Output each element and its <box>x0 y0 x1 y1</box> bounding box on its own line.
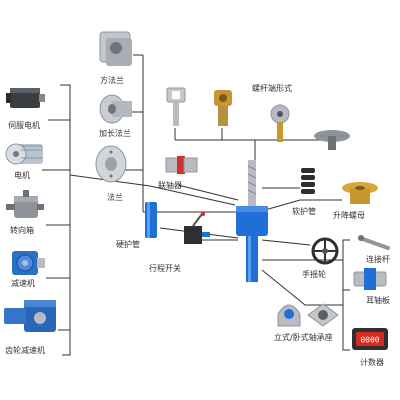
square-flange-label: 方法兰 <box>100 76 124 85</box>
motor-label: 电机 <box>14 171 30 180</box>
bearing-plate-label: 耳轴板 <box>366 296 390 305</box>
bevel-gearbox-image <box>6 190 44 218</box>
coupling-image <box>165 156 198 174</box>
square-flange-image <box>99 31 132 66</box>
servo-motor-image <box>6 88 45 108</box>
soft-boot-label: 软护管 <box>292 207 316 216</box>
rigid-tube-image <box>145 202 157 238</box>
flange-image <box>95 145 127 183</box>
flange-label: 法兰 <box>107 193 123 202</box>
connecting-rod-label: 连接杆 <box>366 255 390 264</box>
bearing-plate-image <box>353 268 387 290</box>
counter-digits: 0000 <box>360 336 379 345</box>
gear-reducer-label: 齿轮减速机 <box>5 346 45 355</box>
pillow-block-image <box>277 304 301 327</box>
reducer-label: 减速机 <box>11 279 35 288</box>
connecting-rod-image <box>358 235 390 250</box>
spherical-end-image <box>270 104 290 142</box>
coupling-label: 联轴器 <box>158 181 182 190</box>
bevel-gearbox-label: 转向箱 <box>10 226 34 235</box>
rod-end-image <box>214 90 232 126</box>
lifting-nut-image <box>342 182 378 204</box>
extended-flange-label: 加长法兰 <box>99 129 131 138</box>
clevis-end-image <box>166 87 186 126</box>
soft-boot-image <box>301 168 315 194</box>
flange-bearing-image <box>307 303 339 327</box>
rigid-tube-label: 硬护管 <box>116 240 140 249</box>
limit-switch-image <box>184 212 210 244</box>
motor-image <box>5 143 43 165</box>
counter-image: 0000 <box>352 328 388 350</box>
lifting-nut-label: 升降螺母 <box>333 211 365 220</box>
screw-jack-image <box>236 160 268 282</box>
handwheel-image <box>311 237 339 265</box>
bearing-seat-label: 立式/卧式轴承座 <box>274 333 333 342</box>
counter-label: 计数器 <box>360 358 384 367</box>
reducer-image <box>12 251 45 275</box>
limit-switch-label: 行程开关 <box>149 264 181 273</box>
extended-flange-image <box>99 94 132 124</box>
flange-end-image <box>314 130 350 150</box>
handwheel-label: 手摇轮 <box>302 270 326 279</box>
screw-end-forms-label: 螺杆端形式 <box>252 84 292 93</box>
gear-reducer-image <box>4 300 56 332</box>
servo-motor-label: 伺服电机 <box>8 121 40 130</box>
